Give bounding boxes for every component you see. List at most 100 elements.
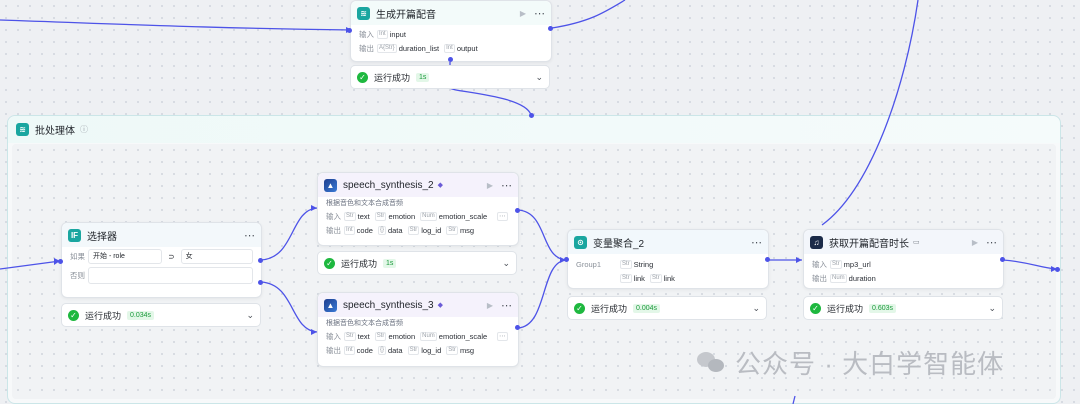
- condition-left-text: 开始 - role: [93, 253, 125, 260]
- status-bar-opening[interactable]: ✓ 运行成功 1s ⌄: [350, 65, 550, 89]
- output-handle[interactable]: [515, 325, 520, 330]
- node-speech-synthesis-3[interactable]: ▲ speech_synthesis_3 ◆ ▶ ⋯ 根据音色和文本合成音频 输…: [317, 292, 519, 367]
- arrow-getdur: [796, 257, 802, 263]
- run-icon[interactable]: ▶: [486, 180, 493, 190]
- batch-input-handle[interactable]: [529, 113, 534, 118]
- input-label: 输入: [359, 29, 374, 39]
- param-name: emotion_scale: [438, 331, 488, 341]
- more-icon[interactable]: ⋯: [244, 229, 255, 242]
- condition-left[interactable]: 开始 - role: [88, 248, 163, 264]
- output-label: 输出: [812, 273, 827, 283]
- batch-output-handle[interactable]: [1055, 267, 1060, 272]
- node-header: ≋ 生成开篇配音 ▶ ⋯: [351, 1, 551, 25]
- batch-title: 批处理体: [35, 126, 75, 137]
- status-bar-ss2[interactable]: ✓ 运行成功 1s ⌄: [317, 251, 517, 275]
- param-name: code: [356, 345, 373, 355]
- chevron-down-icon[interactable]: ⌄: [535, 71, 543, 82]
- status-text: 运行成功: [827, 303, 864, 314]
- check-icon: ✓: [324, 257, 335, 269]
- wire-bottom: [792, 395, 796, 404]
- node-selector[interactable]: IF 选择器 ⋯ 如果 开始 - role ⊃ 女 否则: [61, 222, 262, 298]
- more-icon[interactable]: ⋯: [534, 7, 545, 20]
- param-name: text: [357, 211, 370, 221]
- node-header: ♫ 获取开篇配音时长 ▭ ▶ ⋯: [804, 230, 1003, 254]
- output-handle[interactable]: [448, 57, 453, 62]
- input-handle[interactable]: [58, 259, 63, 264]
- wire-getdur-out: [1002, 259, 1058, 270]
- else-output-handle[interactable]: [258, 280, 263, 285]
- more-icon[interactable]: ⋯: [986, 236, 997, 249]
- condition-operator[interactable]: ⊃: [168, 251, 175, 261]
- run-icon[interactable]: ▶: [486, 300, 493, 310]
- info-icon[interactable]: ⓘ: [80, 125, 88, 134]
- param-name: code: [356, 225, 373, 235]
- wire-ss2-merge: [517, 209, 567, 261]
- param-name: output: [456, 43, 478, 53]
- run-icon[interactable]: ▶: [519, 8, 526, 18]
- chevron-down-icon[interactable]: ⌄: [752, 302, 760, 313]
- more-params-icon[interactable]: ⋯: [497, 211, 508, 221]
- plugin-icon: ▲: [324, 298, 337, 312]
- input-label: 输入: [326, 211, 341, 221]
- chevron-down-icon[interactable]: ⌄: [246, 309, 254, 320]
- input-handle[interactable]: [347, 28, 352, 33]
- output-handle[interactable]: [765, 257, 770, 262]
- wire-into-selector: [0, 260, 61, 270]
- condition-right[interactable]: 女: [180, 248, 253, 264]
- node-speech-synthesis-2[interactable]: ▲ speech_synthesis_2 ◆ ▶ ⋯ 根据音色和文本合成音频 输…: [317, 172, 519, 246]
- else-field[interactable]: [88, 266, 253, 284]
- else-label: 否则: [70, 270, 85, 280]
- output-handle[interactable]: [1000, 257, 1005, 262]
- node-title: speech_synthesis_2: [343, 179, 434, 191]
- if-output-handle[interactable]: [258, 258, 263, 263]
- chevron-down-icon[interactable]: ⌄: [502, 257, 510, 268]
- status-bar-selector[interactable]: ✓ 运行成功 0.034s ⌄: [61, 303, 261, 327]
- output-handle[interactable]: [515, 208, 520, 213]
- output-label: 输出: [326, 225, 341, 235]
- param-name: link: [663, 273, 675, 283]
- output-label: 输出: [359, 43, 374, 53]
- input-handle[interactable]: [564, 257, 569, 262]
- check-icon: ✓: [574, 302, 585, 314]
- wechat-icon: [697, 350, 727, 376]
- status-text: 运行成功: [341, 258, 378, 269]
- node-header: ⊙ 变量聚合_2 ⋯: [568, 230, 768, 254]
- input-label: 输入: [326, 331, 341, 341]
- audio-plugin-icon: ♫: [810, 235, 823, 249]
- status-bar-getdur[interactable]: ✓ 运行成功 0.603s ⌄: [803, 296, 1003, 320]
- more-icon[interactable]: ⋯: [501, 299, 512, 312]
- output-handle[interactable]: [548, 26, 553, 31]
- wire-top-right: [821, 0, 919, 226]
- arrow-ss3: [311, 329, 317, 335]
- if-label: 如果: [70, 251, 85, 261]
- duration-badge: 0.603s: [869, 303, 897, 313]
- more-icon[interactable]: ⋯: [501, 179, 512, 192]
- param-name: emotion: [388, 211, 416, 221]
- duration-badge: 1s: [383, 258, 397, 268]
- else-row: 否则: [62, 265, 261, 285]
- node-description: 根据音色和文本合成音频: [326, 320, 403, 327]
- arrow-ss2: [311, 205, 317, 211]
- status-bar-merge[interactable]: ✓ 运行成功 0.004s ⌄: [567, 296, 767, 320]
- more-params-icon[interactable]: ⋯: [497, 331, 508, 341]
- type-badge: Int: [377, 29, 388, 39]
- run-icon[interactable]: ▶: [971, 237, 978, 247]
- more-icon[interactable]: ⋯: [751, 236, 762, 249]
- watermark: 公众号 · 大白学智能体: [697, 344, 1004, 381]
- type-badge: Num: [420, 211, 437, 221]
- param-name: link: [633, 273, 645, 283]
- wire-into-opening: [0, 19, 353, 31]
- chevron-down-icon[interactable]: ⌄: [988, 302, 996, 313]
- param-name: String: [633, 259, 654, 269]
- param-name: log_id: [421, 345, 442, 355]
- status-text: 运行成功: [374, 72, 411, 83]
